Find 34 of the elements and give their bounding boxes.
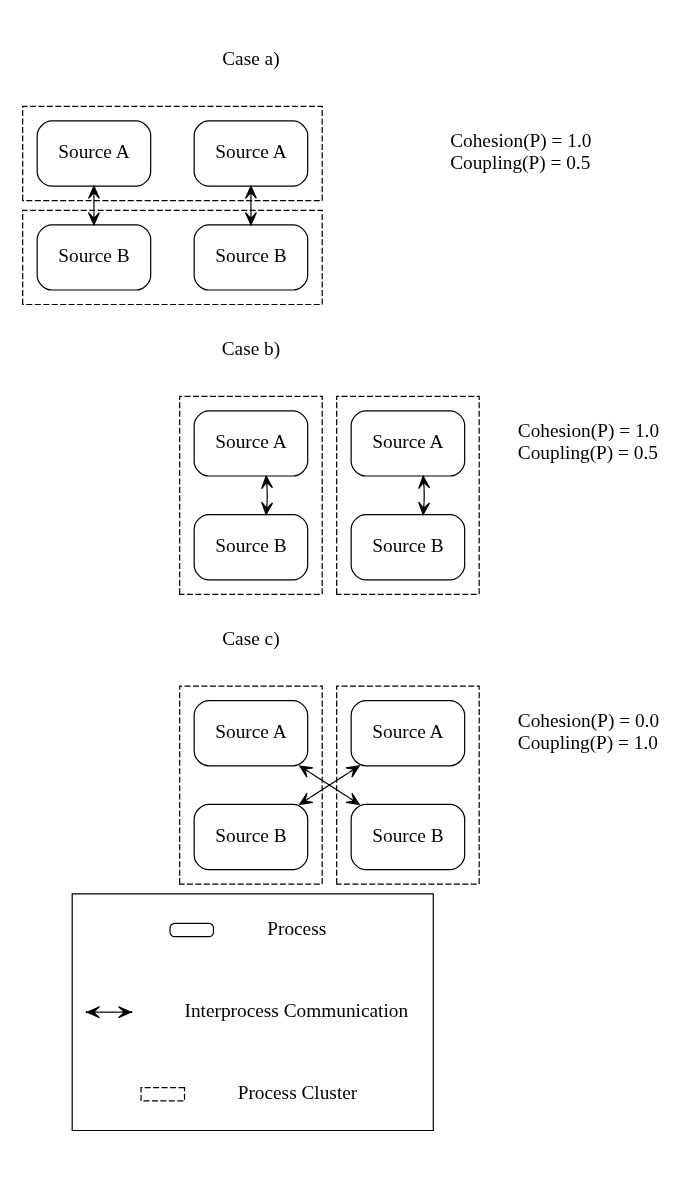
node-box — [71, 892, 434, 1131]
label: Cohesion(P) = 1.0 — [450, 129, 592, 151]
label: Coupling(P) = 0.5 — [450, 151, 591, 173]
node-box: Source B — [193, 803, 309, 870]
label: Cohesion(P) = 1.0 — [517, 419, 660, 441]
arrow — [87, 185, 100, 225]
legend-label: Process Cluster — [237, 1081, 358, 1103]
node-box: Source B — [350, 803, 466, 870]
node-box: Source B — [350, 513, 466, 580]
node-box: Source A — [193, 409, 309, 477]
cluster — [179, 395, 323, 595]
node-box: Source B — [193, 513, 309, 580]
label: Case a) — [222, 47, 280, 69]
label: Cohesion(P) = 0.0 — [517, 709, 660, 731]
arrow — [261, 475, 274, 515]
node-box: Source B — [36, 223, 152, 291]
arrow — [299, 764, 360, 805]
arrow — [418, 475, 431, 515]
label: Case c) — [222, 627, 280, 649]
label: Coupling(P) = 0.5 — [517, 441, 658, 463]
cluster — [336, 395, 480, 595]
arrow — [244, 185, 257, 225]
label: Case b) — [221, 337, 281, 359]
node-box: Source A — [36, 119, 152, 187]
cluster — [179, 685, 323, 885]
legend-label: Interprocess Communication — [184, 999, 409, 1021]
node-box: Source A — [350, 699, 466, 766]
node-box: Source A — [193, 119, 309, 187]
legend-label: Process — [267, 917, 327, 939]
node-box: Source A — [193, 699, 309, 766]
cluster — [336, 685, 480, 885]
node-box: Source A — [350, 409, 466, 477]
node-box: Source B — [193, 223, 309, 291]
label: Coupling(P) = 1.0 — [517, 731, 658, 753]
